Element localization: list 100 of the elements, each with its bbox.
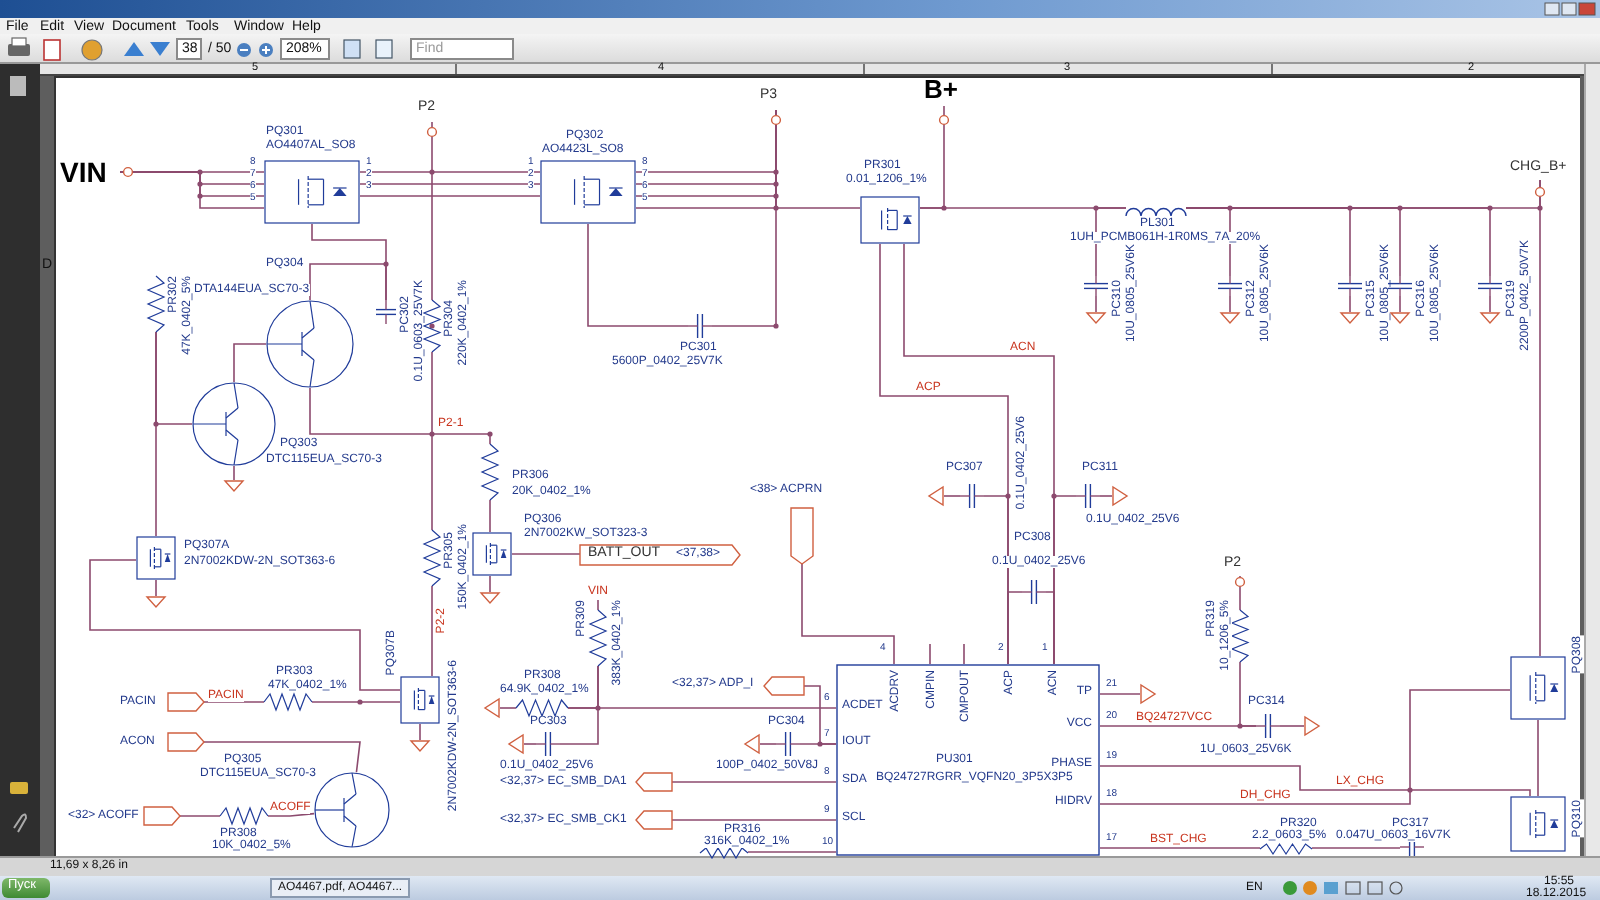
capacitor-symbol [1256,714,1280,738]
wire [801,563,895,665]
wire [359,183,541,185]
capacitor-symbol [1022,580,1046,604]
mosfet-symbol [860,196,920,244]
ground-symbol [480,592,500,604]
ic-chip [836,664,1100,856]
wire [747,851,837,853]
wire [1349,295,1351,313]
wire [759,743,777,745]
wire [1311,847,1401,849]
mosfet-symbol [136,536,176,580]
capacitor-symbol [688,314,712,338]
wire [803,685,837,745]
wire [89,559,401,691]
ground-symbol [508,734,524,754]
connector-flag [790,508,814,564]
wire [1099,693,1141,695]
wire [1399,295,1401,313]
ground-symbol [1480,312,1500,324]
wire [179,815,221,817]
wire [489,499,491,533]
wire [671,781,837,783]
wire [359,195,541,197]
wire [1099,847,1261,849]
capacitor-symbol [776,732,800,756]
wire [233,343,267,383]
mosfet-symbol [1510,656,1566,720]
ground-symbol [410,740,430,752]
wire [233,465,235,481]
ground-symbol [1304,716,1320,736]
wire [489,575,491,593]
resistor-symbol [590,610,606,666]
wire [1185,207,1491,277]
mosfet-symbol [1510,796,1566,852]
ground-symbol [1112,486,1128,506]
ground-symbol [1390,312,1410,324]
ground-symbol [744,734,760,754]
wire [309,263,387,301]
capacitor-symbol [1076,484,1100,508]
resistor-symbol [700,848,748,858]
capacitor-symbol [1478,276,1502,296]
wire [431,585,433,677]
ground-symbol [1220,312,1240,324]
transistor-symbol [314,772,390,848]
ground-symbol [146,596,166,608]
connector-flag [764,676,804,696]
wire [419,723,421,741]
wire [1279,725,1305,727]
resistor-symbol [220,808,268,824]
connector-flag [144,806,180,826]
ground-symbol [484,698,500,718]
wire [1539,179,1541,657]
connector-flag [168,692,204,712]
wire [511,553,581,555]
wire [311,701,401,703]
ground-symbol [224,480,244,492]
ground-symbol [1140,684,1156,704]
ground-symbol [1086,312,1106,324]
wire [1229,295,1231,313]
net-port-label: VIN [60,158,107,188]
wire [155,331,157,537]
wire [1099,765,1531,797]
capacitor-symbol [1338,276,1362,296]
wire [559,665,599,745]
capacitor-symbol [1388,276,1412,296]
wire [1537,719,1539,797]
wire [267,812,315,817]
resistor-symbol [148,276,164,332]
resistor-symbol [424,300,440,352]
wire [1095,207,1127,277]
wire [1239,575,1241,611]
connector-flag [636,772,672,792]
wire [1045,591,1055,665]
capacitor-symbol [1218,276,1242,296]
capacitor-symbol [960,484,984,508]
wire [1007,591,1023,665]
resistor-symbol [516,700,568,716]
wire [1239,661,1257,727]
wire [309,387,491,445]
resistor-symbol [264,694,312,710]
resistor-symbol [424,530,440,586]
wire [523,743,537,745]
wire [1489,295,1491,313]
wire [1095,295,1097,313]
resistor-symbol [1232,610,1248,662]
wire [431,121,433,301]
connector-flag [580,544,740,566]
wire [359,171,541,173]
wire [499,707,517,709]
wire [155,579,157,597]
resistor-symbol [482,444,498,500]
wire [943,495,961,497]
wire [203,741,361,774]
mosfet-symbol [400,676,440,724]
mosfet-symbol [540,160,636,224]
wire [203,701,265,703]
connector-flag [168,732,204,752]
capacitor-symbol [376,300,396,324]
capacitor-symbol [1084,276,1108,296]
